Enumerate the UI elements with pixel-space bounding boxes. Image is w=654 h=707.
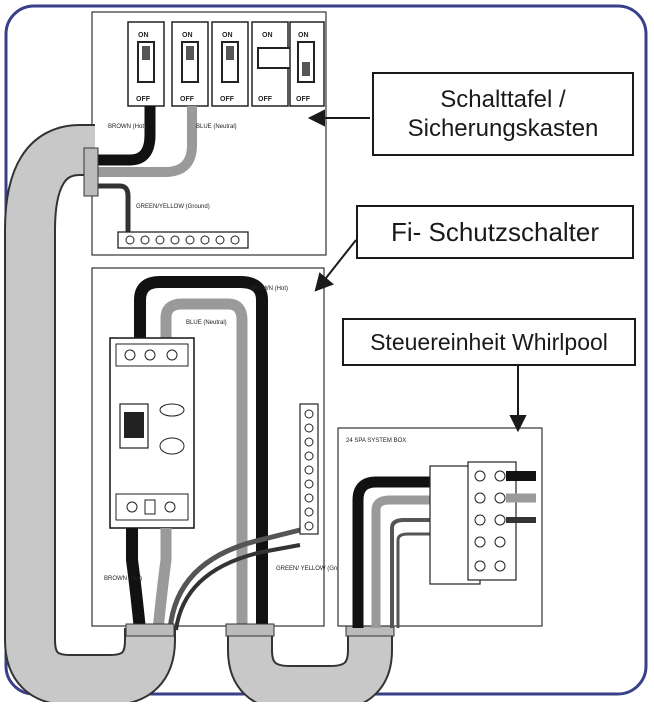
breaker-3-off: OFF bbox=[220, 96, 235, 103]
control-box-title: 24 SPA SYSTEM BOX bbox=[346, 438, 406, 444]
rcd-device[interactable] bbox=[109, 337, 195, 529]
control-blue-wire bbox=[371, 495, 470, 628]
control-brown-wire bbox=[352, 476, 470, 628]
label-blue-neutral-mid: BLUE (Neutral) bbox=[186, 320, 227, 326]
breaker-4-off: OFF bbox=[258, 96, 273, 103]
terminal-screws bbox=[474, 470, 506, 572]
brown-wire-top bbox=[96, 106, 156, 166]
callout-rcd: Fi- Schutzschalter bbox=[356, 205, 634, 259]
blue-wire-top bbox=[96, 106, 197, 177]
callout-control: Steuereinheit Whirlpool bbox=[342, 318, 636, 366]
breaker-4-on: ON bbox=[262, 32, 273, 39]
label-brown-stud: BROWN (Hot) bbox=[108, 124, 146, 130]
label-brown-bottom: BROWN (Hot) bbox=[104, 576, 142, 582]
brown-wire-bottom bbox=[126, 528, 146, 631]
breaker-2-on: ON bbox=[182, 32, 193, 39]
blue-wire-bottom bbox=[152, 528, 172, 631]
ground-bar-top bbox=[117, 231, 249, 249]
breaker-row: ON OFF ON OFF ON OFF ON OFF ON bbox=[127, 21, 325, 107]
brown-loop-wire bbox=[134, 276, 268, 640]
breaker-1-off: OFF bbox=[136, 96, 151, 103]
green-wire-mid bbox=[167, 527, 301, 631]
breaker-3[interactable]: ON OFF bbox=[211, 21, 249, 107]
breaker-1[interactable]: ON OFF bbox=[127, 21, 165, 107]
breaker-1-on: ON bbox=[138, 32, 149, 39]
label-green-yellow-bottom: GREEN/ YELLOW (Ground) bbox=[276, 566, 351, 572]
label-green-yellow-top: GREEN/YELLOW (Ground) bbox=[136, 204, 210, 210]
callout-panel-line1: Schalttafel / bbox=[440, 86, 566, 113]
breaker-2[interactable]: ON OFF bbox=[171, 21, 209, 107]
callout-panel-line2: Sicherungskasten bbox=[407, 115, 599, 142]
breaker-5-on: ON bbox=[298, 32, 309, 39]
green-wire-top bbox=[96, 183, 131, 234]
callout-panel: Schalttafel / Sicherungskasten bbox=[372, 72, 634, 156]
breaker-3-on: ON bbox=[222, 32, 233, 39]
blue-loop-wire bbox=[160, 298, 248, 640]
middle-conduit bbox=[229, 628, 391, 707]
left-conduit bbox=[6, 126, 174, 704]
breaker-2-off: OFF bbox=[180, 96, 195, 103]
breaker-5[interactable]: ON OFF bbox=[289, 21, 325, 107]
conduit-fitting-top bbox=[83, 147, 99, 197]
label-brown-right: BROWN (Hot) bbox=[250, 286, 288, 292]
ground-bar-screws bbox=[125, 235, 240, 245]
label-blue-neutral-top: BLUE (Neutral) bbox=[196, 124, 237, 130]
breaker-5-off: OFF bbox=[296, 96, 311, 103]
callout-arrows bbox=[307, 109, 527, 433]
